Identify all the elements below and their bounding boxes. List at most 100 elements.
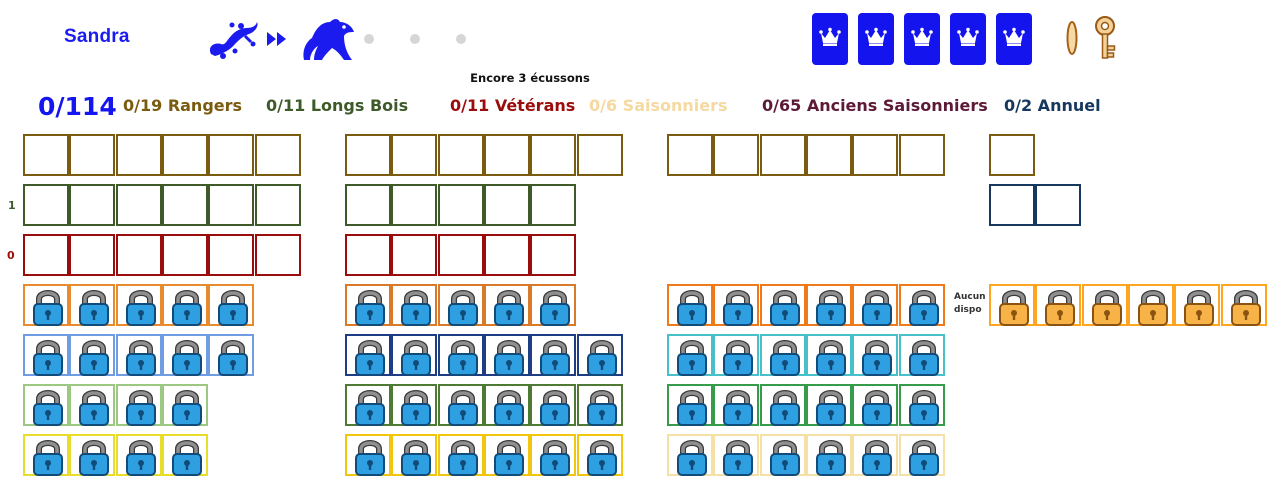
locked-badge-slot[interactable] <box>115 334 162 376</box>
locked-badge-slot[interactable] <box>667 384 713 426</box>
badge-slot[interactable] <box>667 134 713 176</box>
locked-badge-slot[interactable] <box>23 334 69 376</box>
locked-badge-slot[interactable] <box>805 334 852 376</box>
locked-badge-slot[interactable] <box>576 434 623 476</box>
badge-slot[interactable] <box>69 184 116 226</box>
locked-badge-slot[interactable] <box>530 434 577 476</box>
locked-badge-slot[interactable] <box>161 384 208 426</box>
locked-badge-slot[interactable] <box>161 434 208 476</box>
locked-badge-slot[interactable] <box>852 384 899 426</box>
badge-slot[interactable] <box>115 134 162 176</box>
locked-badge-slot[interactable] <box>989 284 1035 326</box>
badge-slot[interactable] <box>115 234 162 276</box>
locked-badge-slot[interactable] <box>805 434 852 476</box>
crown-card[interactable] <box>904 13 940 65</box>
locked-badge-slot[interactable] <box>23 284 69 326</box>
locked-badge-slot[interactable] <box>391 334 438 376</box>
locked-badge-slot[interactable] <box>69 434 116 476</box>
locked-badge-slot[interactable] <box>576 334 623 376</box>
badge-slot[interactable] <box>852 134 899 176</box>
badge-slot[interactable] <box>254 134 301 176</box>
badge-slot[interactable] <box>161 184 208 226</box>
locked-badge-slot[interactable] <box>483 434 530 476</box>
badge-slot[interactable] <box>530 234 577 276</box>
locked-badge-slot[interactable] <box>667 284 713 326</box>
badge-slot[interactable] <box>989 134 1035 176</box>
badge-slot[interactable] <box>345 134 391 176</box>
locked-badge-slot[interactable] <box>391 434 438 476</box>
locked-badge-slot[interactable] <box>667 334 713 376</box>
badge-slot[interactable] <box>989 184 1035 226</box>
locked-badge-slot[interactable] <box>530 284 577 326</box>
locked-badge-slot[interactable] <box>530 384 577 426</box>
locked-badge-slot[interactable] <box>208 334 255 376</box>
locked-badge-slot[interactable] <box>805 284 852 326</box>
locked-badge-slot[interactable] <box>345 334 391 376</box>
locked-badge-slot[interactable] <box>23 384 69 426</box>
badge-slot[interactable] <box>208 184 255 226</box>
locked-badge-slot[interactable] <box>898 434 945 476</box>
badge-slot[interactable] <box>69 234 116 276</box>
locked-badge-slot[interactable] <box>898 384 945 426</box>
locked-badge-slot[interactable] <box>713 284 760 326</box>
locked-badge-slot[interactable] <box>759 384 806 426</box>
badge-slot[interactable] <box>391 234 438 276</box>
locked-badge-slot[interactable] <box>23 434 69 476</box>
badge-slot[interactable] <box>208 234 255 276</box>
locked-badge-slot[interactable] <box>437 334 484 376</box>
locked-badge-slot[interactable] <box>208 284 255 326</box>
locked-badge-slot[interactable] <box>852 334 899 376</box>
badge-slot[interactable] <box>161 134 208 176</box>
badge-slot[interactable] <box>345 234 391 276</box>
badge-slot[interactable] <box>69 134 116 176</box>
locked-badge-slot[interactable] <box>576 384 623 426</box>
locked-badge-slot[interactable] <box>759 434 806 476</box>
badge-slot[interactable] <box>576 134 623 176</box>
badge-slot[interactable] <box>23 134 69 176</box>
locked-badge-slot[interactable] <box>437 284 484 326</box>
locked-badge-slot[interactable] <box>759 284 806 326</box>
locked-badge-slot[interactable] <box>345 284 391 326</box>
locked-badge-slot[interactable] <box>69 284 116 326</box>
locked-badge-slot[interactable] <box>161 334 208 376</box>
badge-slot[interactable] <box>1035 184 1082 226</box>
locked-badge-slot[interactable] <box>898 284 945 326</box>
badge-slot[interactable] <box>437 134 484 176</box>
locked-badge-slot[interactable] <box>713 434 760 476</box>
locked-badge-slot[interactable] <box>437 384 484 426</box>
locked-badge-slot[interactable] <box>1081 284 1128 326</box>
locked-badge-slot[interactable] <box>69 384 116 426</box>
locked-badge-slot[interactable] <box>1174 284 1221 326</box>
locked-badge-slot[interactable] <box>437 434 484 476</box>
crown-card[interactable] <box>812 13 848 65</box>
badge-slot[interactable] <box>391 184 438 226</box>
locked-badge-slot[interactable] <box>1035 284 1082 326</box>
badge-slot[interactable] <box>23 234 69 276</box>
locked-badge-slot[interactable] <box>69 334 116 376</box>
locked-badge-slot[interactable] <box>345 384 391 426</box>
locked-badge-slot[interactable] <box>1220 284 1267 326</box>
locked-badge-slot[interactable] <box>713 384 760 426</box>
locked-badge-slot[interactable] <box>667 434 713 476</box>
locked-badge-slot[interactable] <box>115 284 162 326</box>
crown-card[interactable] <box>950 13 986 65</box>
badge-slot[interactable] <box>391 134 438 176</box>
badge-slot[interactable] <box>437 184 484 226</box>
badge-slot[interactable] <box>530 134 577 176</box>
badge-slot[interactable] <box>483 234 530 276</box>
badge-slot[interactable] <box>713 134 760 176</box>
locked-badge-slot[interactable] <box>483 384 530 426</box>
locked-badge-slot[interactable] <box>115 434 162 476</box>
badge-slot[interactable] <box>483 134 530 176</box>
badge-slot[interactable] <box>759 134 806 176</box>
locked-badge-slot[interactable] <box>713 334 760 376</box>
badge-slot[interactable] <box>23 184 69 226</box>
badge-slot[interactable] <box>161 234 208 276</box>
key-icon[interactable] <box>1088 14 1122 66</box>
locked-badge-slot[interactable] <box>115 384 162 426</box>
locked-badge-slot[interactable] <box>345 434 391 476</box>
locked-badge-slot[interactable] <box>805 384 852 426</box>
locked-badge-slot[interactable] <box>391 284 438 326</box>
locked-badge-slot[interactable] <box>1127 284 1174 326</box>
crown-card[interactable] <box>996 13 1032 65</box>
